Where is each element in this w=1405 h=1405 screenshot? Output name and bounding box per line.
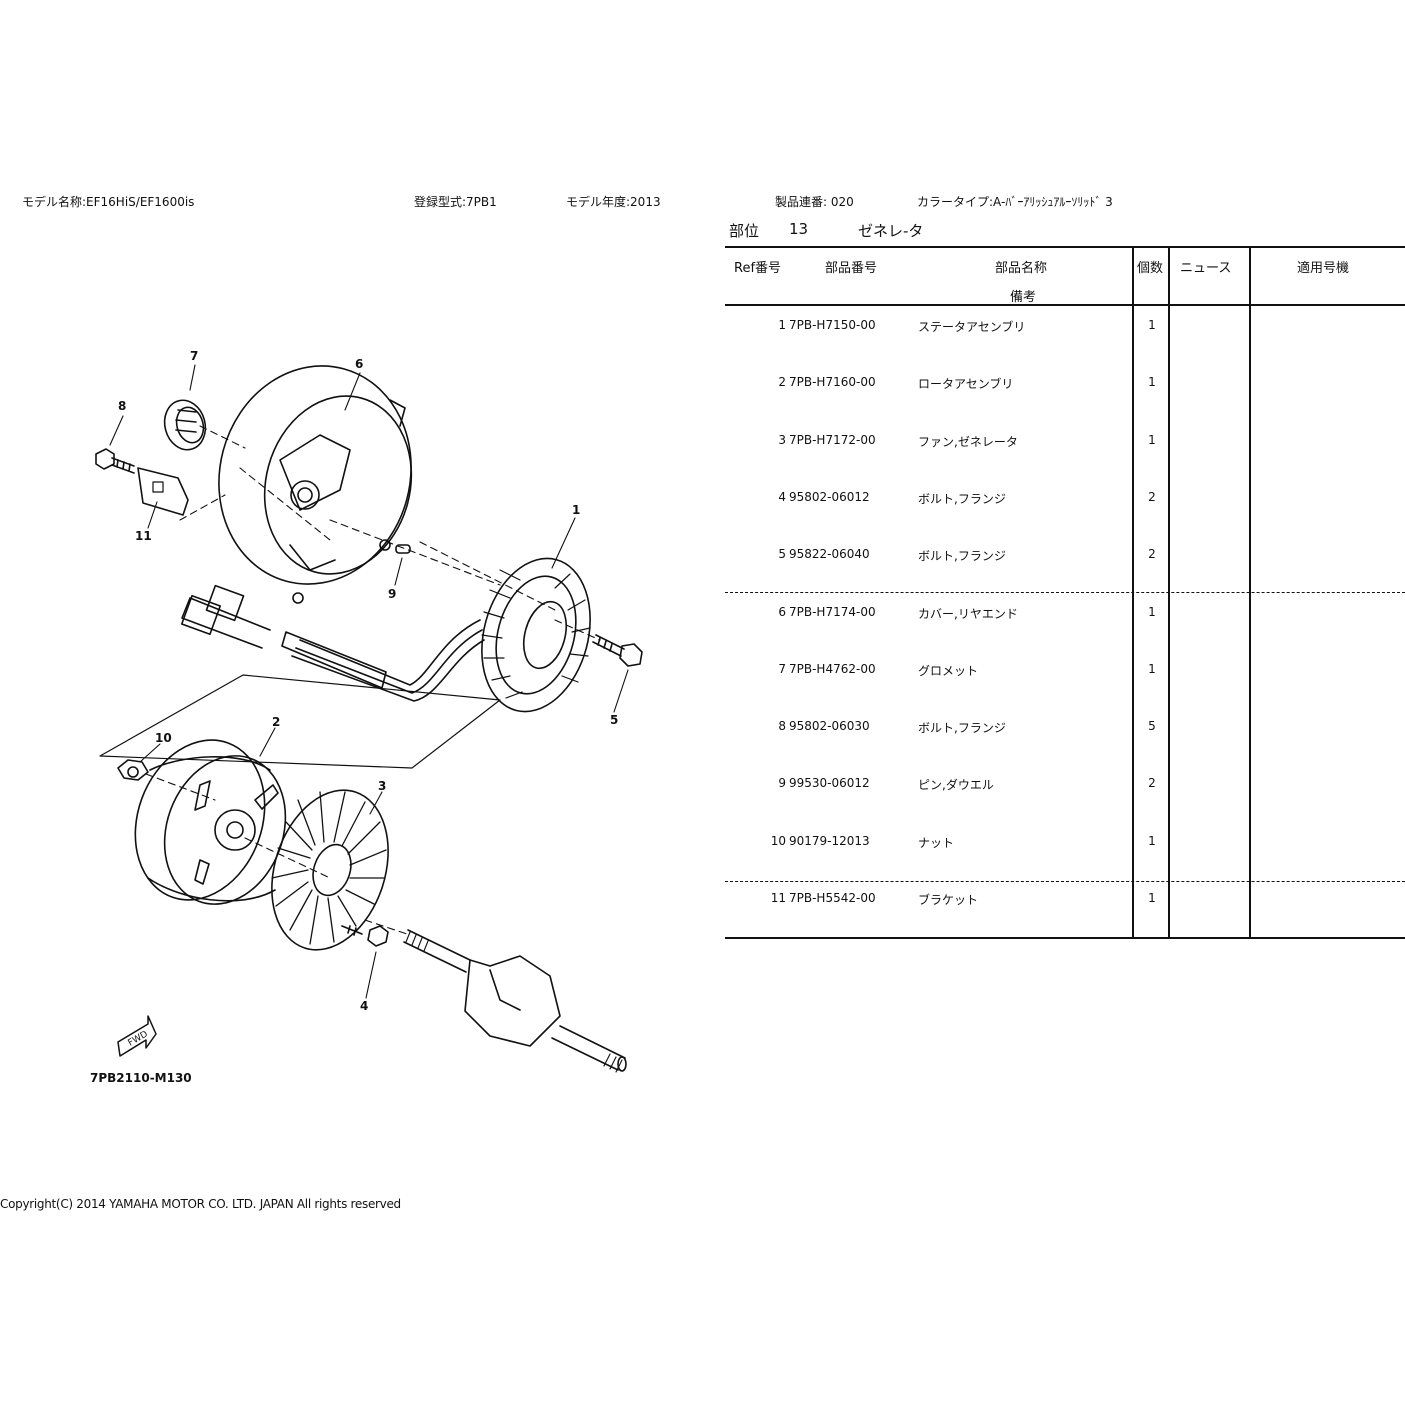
row-part-name: グロメット (918, 664, 979, 678)
grommet (163, 399, 207, 451)
col-header-remarks: 備考 (1010, 290, 1037, 305)
column-divider (1132, 247, 1134, 939)
row-part-number: 95822-06040 (789, 547, 870, 561)
bracket (137, 467, 189, 516)
row-quantity: 2 (1148, 547, 1156, 561)
bolt-4 (341, 925, 389, 947)
col-header-quantity: 個数 (1137, 261, 1164, 276)
column-divider (1249, 247, 1251, 939)
exploded-parts-diagram: FWD 7 6 8 11 1 9 5 2 10 3 4 7PB2110-M130 (90, 349, 643, 1085)
row-part-number: 99530-06012 (789, 776, 870, 790)
row-part-name: ピン,ダウエル (918, 778, 994, 792)
row-part-number: 7PB-H5542-00 (789, 891, 876, 905)
callout-6: 6 (355, 357, 363, 371)
row-part-number: 95802-06030 (789, 719, 870, 733)
row-ref-number: 1 (778, 318, 786, 332)
color-type: カラータイプ:A-ﾊﾞｰｱﾘｯｼｭｱﾙｰｿﾘｯﾄﾞ 3 (917, 195, 1113, 209)
row-quantity: 1 (1148, 891, 1156, 905)
group-divider (725, 881, 1405, 882)
dowel-pin (395, 544, 411, 554)
group-divider (725, 592, 1405, 593)
row-part-number: 90179-12013 (789, 834, 870, 848)
table-bottom-rule (725, 937, 1405, 939)
callout-2: 2 (272, 715, 280, 729)
row-part-name: カバー,リヤエンド (918, 607, 1018, 621)
row-part-name: ナット (918, 836, 955, 850)
row-ref-number: 7 (778, 662, 786, 676)
row-part-name: ブラケット (918, 893, 979, 907)
row-part-number: 95802-06012 (789, 490, 870, 504)
model-name: モデル名称:EF16HiS/EF1600is (22, 195, 195, 209)
rotor-assembly (134, 739, 287, 905)
row-quantity: 5 (1148, 719, 1156, 733)
col-header-applicable: 適用号機 (1297, 261, 1350, 276)
row-part-name: ボルト,フランジ (918, 549, 1006, 563)
row-ref-number: 9 (778, 776, 786, 790)
serial-number: 製品連番: 020 (775, 195, 854, 209)
callout-5: 5 (610, 713, 618, 727)
row-part-name: ボルト,フランジ (918, 492, 1006, 506)
row-part-number: 7PB-H7160-00 (789, 375, 876, 389)
callout-3: 3 (378, 779, 386, 793)
col-header-ref: Ref番号 (734, 261, 782, 276)
callout-leaders (109, 364, 629, 999)
row-part-number: 7PB-H7172-00 (789, 433, 876, 447)
bolt-5 (592, 634, 643, 667)
assembly-boundary (99, 674, 501, 769)
assembly-leader-lines (145, 425, 601, 936)
row-part-number: 7PB-H7150-00 (789, 318, 876, 332)
row-quantity: 2 (1148, 490, 1156, 504)
bolt-8 (95, 448, 135, 474)
row-ref-number: 3 (778, 433, 786, 447)
row-part-name: ステータアセンブリ (918, 320, 1026, 334)
callout-1: 1 (572, 503, 580, 517)
col-header-part-name: 部品名称 (995, 261, 1048, 276)
row-part-name: ファン,ゼネレータ (918, 435, 1018, 449)
callout-4: 4 (360, 999, 368, 1013)
callout-11: 11 (135, 529, 152, 543)
row-quantity: 1 (1148, 834, 1156, 848)
row-ref-number: 4 (778, 490, 786, 504)
stator-assembly (180, 557, 591, 713)
callout-7: 7 (190, 349, 198, 363)
table-header-rule (725, 304, 1405, 306)
model-year: モデル年度:2013 (566, 195, 661, 209)
section-number: 13 (789, 220, 809, 238)
row-part-number: 7PB-H7174-00 (789, 605, 876, 619)
rear-end-cover (218, 365, 413, 604)
row-quantity: 1 (1148, 605, 1156, 619)
row-ref-number: 2 (778, 375, 786, 389)
nut (117, 759, 149, 781)
row-quantity: 1 (1148, 375, 1156, 389)
callout-8: 8 (118, 399, 126, 413)
row-quantity: 1 (1148, 662, 1156, 676)
row-ref-number: 10 (770, 834, 786, 848)
row-quantity: 1 (1148, 433, 1156, 447)
row-part-name: ロータアセンブリ (918, 377, 1014, 391)
row-part-number: 7PB-H4762-00 (789, 662, 876, 676)
col-header-news: ニュース (1180, 261, 1232, 276)
row-ref-number: 6 (778, 605, 786, 619)
row-ref-number: 8 (778, 719, 786, 733)
section-name: ゼネレ-タ (858, 222, 924, 240)
callout-10: 10 (155, 731, 172, 745)
registration-type: 登録型式:7PB1 (414, 195, 497, 209)
row-part-name: ボルト,フランジ (918, 721, 1006, 735)
crankshaft (403, 929, 627, 1073)
row-quantity: 1 (1148, 318, 1156, 332)
figure-code: 7PB2110-M130 (90, 1071, 192, 1085)
copyright: Copyright(C) 2014 YAMAHA MOTOR CO. LTD. … (0, 1197, 401, 1211)
col-header-part-number: 部品番号 (825, 261, 878, 276)
callout-9: 9 (388, 587, 396, 601)
fwd-arrow-icon: FWD (117, 1015, 157, 1057)
row-ref-number: 5 (778, 547, 786, 561)
row-ref-number: 11 (770, 891, 786, 905)
column-divider (1168, 247, 1170, 939)
table-top-rule (725, 246, 1405, 248)
section-label: 部位 (729, 222, 760, 240)
generator-fan (271, 789, 389, 951)
row-quantity: 2 (1148, 776, 1156, 790)
